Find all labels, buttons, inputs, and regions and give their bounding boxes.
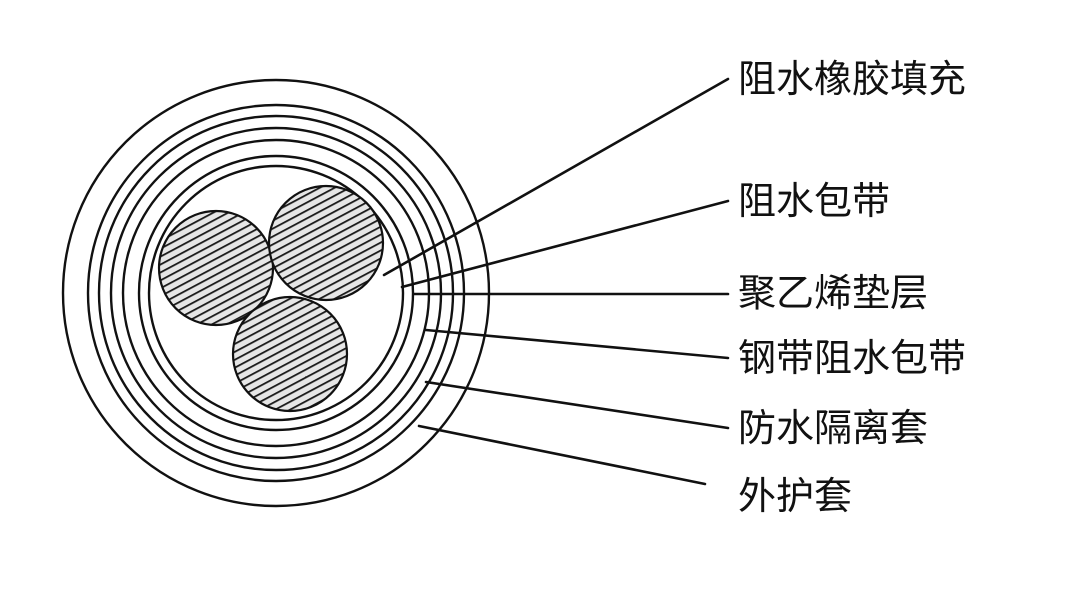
- label-polyethylene-bedding: 聚乙烯垫层: [738, 271, 928, 315]
- label-waterproof-isolation-sheath: 防水隔离套: [738, 406, 928, 450]
- steel-tape-ring-outer: [97, 114, 455, 472]
- label-water-blocking-tape: 阻水包带: [738, 179, 890, 223]
- label-steel-tape-water-blocking-wrap: 钢带阻水包带: [738, 336, 966, 380]
- leader-outer-sheath: [417, 424, 707, 486]
- leader-waterproof-isolation-sheath: [424, 380, 730, 430]
- leader-steel-tape-water-blocking-wrap: [424, 328, 730, 360]
- leader-water-blocking-tape: [400, 199, 730, 289]
- rubber-filler-boundary-ring: [147, 164, 405, 422]
- leader-water-blocking-rubber-filler: [382, 77, 730, 277]
- water-blocking-tape-ring: [137, 154, 415, 432]
- label-outer-sheath: 外护套: [738, 474, 852, 518]
- conductor-bottom: [231, 295, 349, 413]
- leader-lines: [382, 77, 730, 486]
- callout-labels: 阻水橡胶填充 阻水包带 聚乙烯垫层 钢带阻水包带 防水隔离套 外护套: [738, 57, 966, 518]
- isolation-sheath-ring: [86, 103, 466, 483]
- conductor-left: [157, 209, 275, 327]
- cable-body: [61, 78, 491, 508]
- conductor-top-right: [267, 184, 385, 302]
- label-water-blocking-rubber-filler: 阻水橡胶填充: [738, 57, 966, 101]
